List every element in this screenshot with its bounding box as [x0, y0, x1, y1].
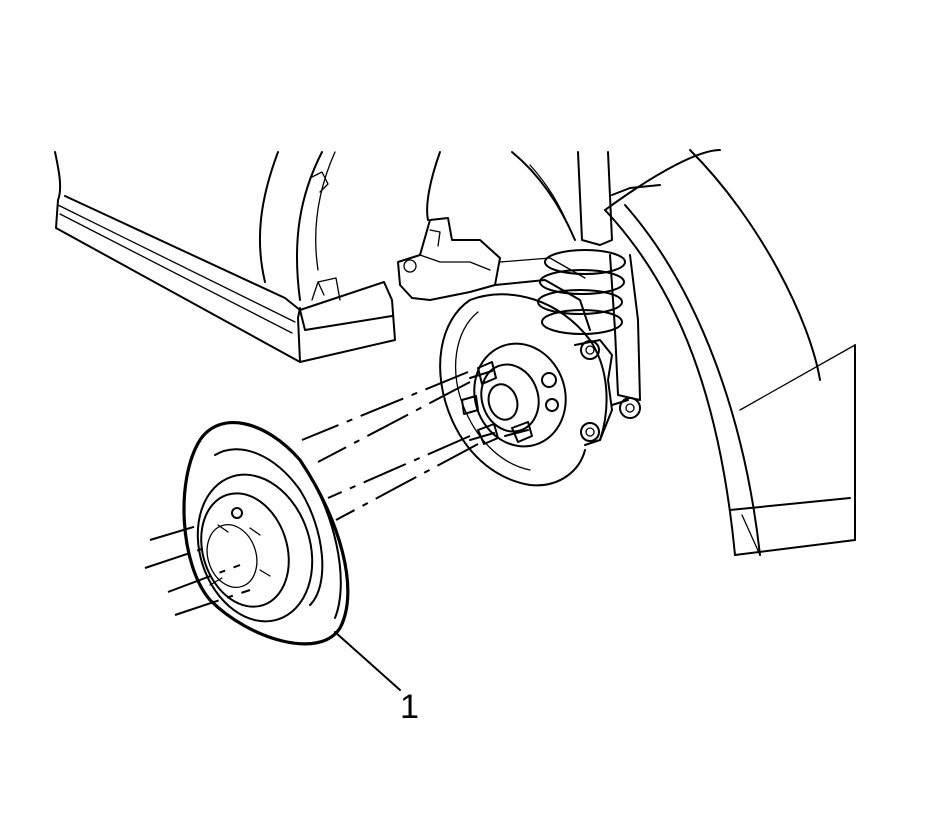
coil-spring-strut: [537, 151, 661, 419]
callout-leader-line: [334, 631, 401, 691]
wheel-hub: [461, 342, 567, 448]
vehicle-body-panel: [54, 151, 396, 363]
brake-rotor: [182, 421, 350, 646]
backing-plate-knuckle: [439, 293, 629, 487]
callout-1: 1: [334, 631, 419, 726]
wheelhouse-liner: [258, 151, 576, 301]
callout-number: 1: [400, 688, 419, 726]
suspension-bracket: [397, 217, 591, 331]
fender-flare: [604, 149, 856, 556]
